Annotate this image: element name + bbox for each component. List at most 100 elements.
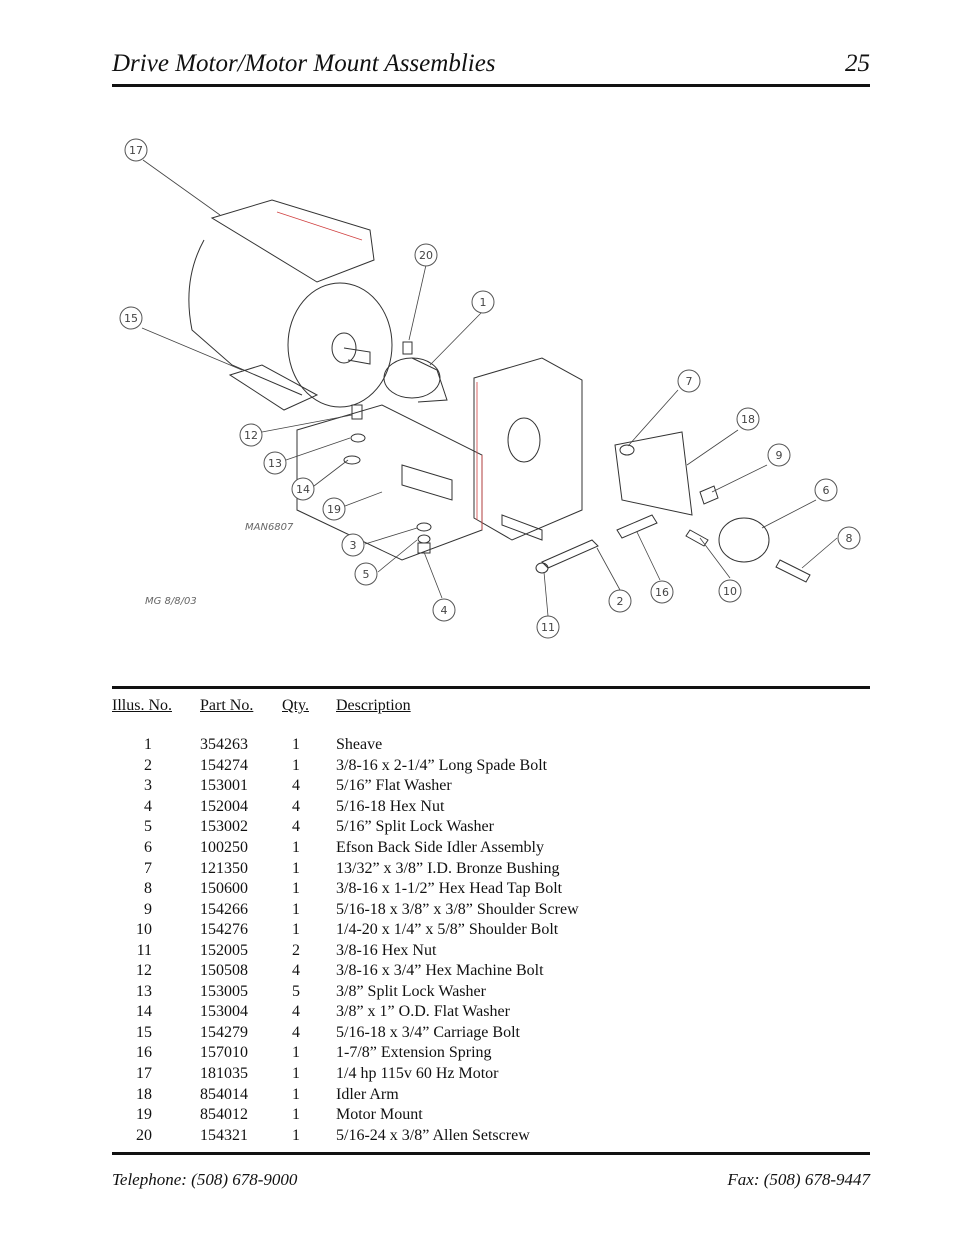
cell-illus-no: 17 — [136, 1065, 152, 1083]
callout-13 — [263, 451, 287, 475]
callout-9 — [767, 443, 791, 467]
callout-17 — [124, 138, 148, 162]
cell-qty: 1 — [292, 859, 300, 877]
callout-label-3: 3 — [350, 539, 357, 552]
cell-description: 13/32” x 3/8” I.D. Bronze Bushing — [336, 859, 560, 877]
lock-washer-shape — [350, 433, 366, 443]
spring-shape — [616, 514, 658, 539]
cell-description: Efson Back Side Idler Assembly — [336, 839, 544, 856]
cell-part-no: 181035 — [200, 1065, 248, 1083]
motor-mount-upright — [473, 357, 583, 541]
spade-bolt-shape — [541, 539, 599, 569]
cell-description: 5/16” Split Lock Washer — [336, 818, 494, 836]
callout-label-12: 12 — [244, 429, 258, 442]
cell-qty: 4 — [292, 1003, 300, 1021]
callout-label-20: 20 — [419, 249, 433, 262]
cell-part-no: 152004 — [200, 797, 248, 815]
callout-label-10: 10 — [723, 585, 737, 598]
cell-part-no: 100250 — [200, 839, 248, 856]
callout-11 — [536, 615, 560, 639]
cell-description: 5/16-18 x 3/8” x 3/8” Shoulder Screw — [336, 900, 579, 918]
leader-9 — [711, 464, 768, 493]
cell-part-no: 153004 — [200, 1003, 248, 1021]
leader-16 — [636, 531, 661, 581]
shoulder-bolt-shape — [685, 529, 709, 547]
cell-part-no: 150600 — [200, 880, 248, 898]
cell-illus-no: 3 — [144, 777, 152, 795]
cell-illus-no: 9 — [144, 900, 152, 918]
page-footer: Telephone: (508) 678-9000 Fax: (508) 678… — [112, 1170, 870, 1190]
footer-telephone: Telephone: (508) 678-9000 — [112, 1170, 298, 1189]
cell-qty: 5 — [292, 982, 300, 1000]
washer-3-shape — [416, 522, 432, 532]
cell-part-no: 150508 — [200, 962, 248, 980]
cell-description: Motor Mount — [336, 1106, 423, 1124]
footer-fax: Fax: (508) 678-9447 — [727, 1170, 870, 1189]
cell-illus-no: 4 — [144, 797, 152, 815]
motor-hub — [331, 332, 357, 364]
cell-qty: 1 — [292, 736, 300, 754]
motor-face — [287, 282, 393, 408]
leader-2 — [596, 547, 621, 591]
cell-illus-no: 18 — [136, 1085, 152, 1103]
setscrew-shape — [402, 341, 413, 355]
callout-20 — [414, 243, 438, 267]
cell-part-no: 157010 — [200, 1044, 248, 1062]
cell-illus-no: 16 — [136, 1044, 152, 1062]
leader-12 — [261, 414, 353, 433]
callout-label-6: 6 — [823, 484, 830, 497]
cell-qty: 1 — [292, 1065, 300, 1083]
cell-part-no: 154266 — [200, 900, 248, 918]
callout-label-17: 17 — [129, 144, 143, 157]
callout-15 — [119, 306, 143, 330]
leader-13 — [285, 437, 351, 461]
motor-foot — [228, 364, 319, 411]
leader-18 — [686, 429, 739, 466]
cell-description: 3/8” x 1” O.D. Flat Washer — [336, 1003, 510, 1021]
cell-illus-no: 1 — [144, 736, 152, 754]
cell-description: 3/8-16 x 2-1/4” Long Spade Bolt — [336, 756, 548, 774]
washer-5-shape — [417, 534, 431, 544]
cell-qty: 1 — [292, 1044, 300, 1062]
cell-description: 5/16-18 x 3/4” Carriage Bolt — [336, 1023, 520, 1041]
idler-arm-shape — [614, 431, 693, 516]
cell-description: 3/8-16 x 1-1/2” Hex Head Tap Bolt — [336, 880, 563, 898]
diagram-svg: 17 20 1 15 7 18 12 9 13 6 14 19 8 3 5 2 … — [119, 138, 861, 639]
header-rule — [112, 84, 870, 87]
table-bottom-rule — [112, 1152, 870, 1155]
motor-shaft — [343, 347, 371, 365]
cell-description: Sheave — [336, 736, 383, 754]
callout-1 — [471, 290, 495, 314]
leader-11 — [543, 571, 549, 617]
cell-illus-no: 10 — [136, 921, 152, 939]
motor-body-side — [188, 239, 303, 396]
cell-qty: 4 — [292, 777, 300, 795]
callout-label-2: 2 — [617, 595, 624, 608]
cell-illus-no: 20 — [136, 1126, 152, 1144]
cell-qty: 1 — [292, 1085, 300, 1103]
idler-pulley-shape — [718, 517, 770, 563]
cell-illus-no: 13 — [136, 982, 152, 1000]
cell-illus-no: 11 — [136, 941, 152, 959]
leader-20 — [408, 264, 427, 341]
cell-part-no: 152005 — [200, 941, 248, 959]
cell-part-no: 854012 — [200, 1106, 248, 1124]
cell-qty: 1 — [292, 756, 300, 774]
parts-table-header: Illus. No. Part No. Qty. Description — [112, 694, 870, 718]
cell-illus-no: 5 — [144, 818, 152, 836]
motor-highlight — [276, 211, 363, 241]
callout-3 — [341, 533, 365, 557]
cell-part-no: 153005 — [200, 982, 248, 1000]
